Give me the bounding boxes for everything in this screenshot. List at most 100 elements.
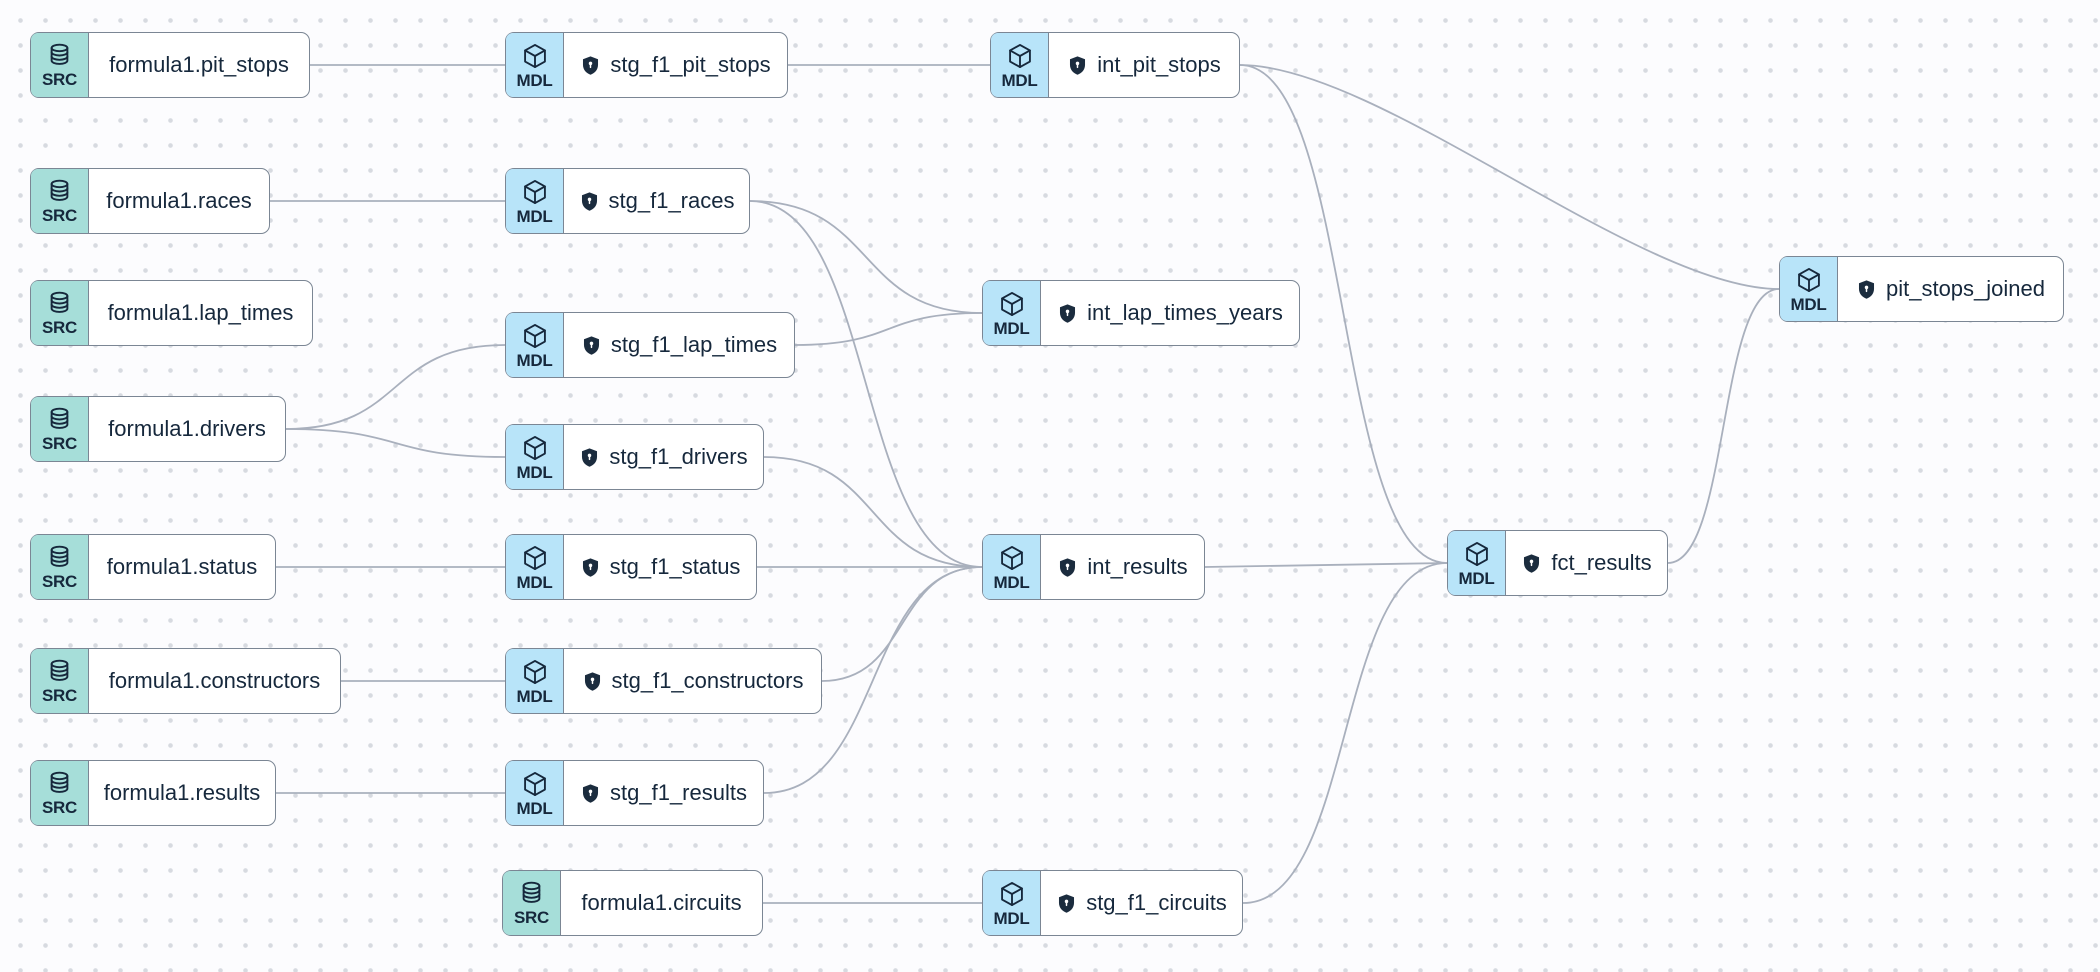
database-icon <box>46 178 73 205</box>
node-label-section: int_lap_times_years <box>1041 281 1299 345</box>
shield-lock-icon <box>1521 553 1542 574</box>
model-type-section: MDL <box>506 425 564 489</box>
lineage-node-stg-constructors[interactable]: MDL stg_f1_constructors <box>505 648 822 714</box>
shield-lock-icon <box>1856 279 1877 300</box>
node-label-section: stg_f1_lap_times <box>564 313 794 377</box>
lineage-node-int-lap-times-years[interactable]: MDL int_lap_times_years <box>982 280 1300 346</box>
shield-lock-icon <box>1056 893 1077 914</box>
database-icon <box>46 406 73 433</box>
database-icon <box>518 880 545 907</box>
model-type-section: MDL <box>983 535 1041 599</box>
node-type-badge: SRC <box>42 798 77 817</box>
lineage-node-src-constructors[interactable]: SRC formula1.constructors <box>30 648 341 714</box>
node-type-badge: MDL <box>1001 70 1038 90</box>
edge-stg_results-to-int_results <box>763 566 983 794</box>
lineage-node-src-races[interactable]: SRC formula1.races <box>30 168 270 234</box>
node-label-section: stg_f1_drivers <box>564 425 763 489</box>
node-label-section: stg_f1_results <box>564 761 763 825</box>
cube-icon <box>998 290 1026 318</box>
lineage-node-stg-circuits[interactable]: MDL stg_f1_circuits <box>982 870 1243 936</box>
node-label-section: stg_f1_pit_stops <box>564 33 787 97</box>
shield-lock-icon <box>1057 303 1078 324</box>
lineage-node-int-results[interactable]: MDL int_results <box>982 534 1205 600</box>
shield-lock-icon <box>1057 557 1078 578</box>
lineage-node-stg-status[interactable]: MDL stg_f1_status <box>505 534 757 600</box>
database-icon <box>46 770 73 797</box>
database-icon <box>46 544 73 571</box>
node-label-section: formula1.races <box>89 169 269 233</box>
node-type-badge: MDL <box>516 350 553 370</box>
node-label: pit_stops_joined <box>1885 276 2045 301</box>
edge-int_pit_stops-to-fct_results <box>1239 64 1448 564</box>
node-label-section: formula1.drivers <box>89 397 285 461</box>
edge-int_results-to-fct_results <box>1204 562 1448 568</box>
edge-stg_lap_times-to-int_lap_times_years <box>794 312 983 346</box>
shield-lock-icon <box>581 335 602 356</box>
node-type-badge: MDL <box>1458 568 1495 588</box>
lineage-node-src-lap-times[interactable]: SRC formula1.lap_times <box>30 280 313 346</box>
cube-icon <box>998 880 1026 908</box>
model-type-section: MDL <box>506 313 564 377</box>
model-type-section: MDL <box>506 33 564 97</box>
cube-icon <box>521 544 549 572</box>
lineage-node-int-pit-stops[interactable]: MDL int_pit_stops <box>990 32 1240 98</box>
node-label-section: int_results <box>1041 535 1204 599</box>
model-type-section: MDL <box>1780 257 1838 321</box>
node-label-section: formula1.circuits <box>561 871 762 935</box>
node-type-badge: MDL <box>1790 294 1827 314</box>
node-type-badge: MDL <box>516 686 553 706</box>
node-type-badge: SRC <box>42 318 77 337</box>
lineage-node-pit-stops-joined[interactable]: MDL pit_stops_joined <box>1779 256 2064 322</box>
source-type-section: SRC <box>31 33 89 97</box>
node-label-section: int_pit_stops <box>1049 33 1239 97</box>
node-label: stg_f1_pit_stops <box>610 52 771 77</box>
node-label: stg_f1_status <box>609 554 741 579</box>
cube-icon <box>521 178 549 206</box>
edge-stg_races-to-int_lap_times_years <box>749 200 983 314</box>
node-label: formula1.lap_times <box>107 300 294 325</box>
database-icon <box>46 290 73 317</box>
node-label: formula1.races <box>106 188 252 213</box>
shield-lock-icon <box>580 55 601 76</box>
lineage-node-stg-drivers[interactable]: MDL stg_f1_drivers <box>505 424 764 490</box>
node-label: stg_f1_races <box>608 188 735 213</box>
model-type-section: MDL <box>983 871 1041 935</box>
edge-src_drivers-to-stg_drivers <box>285 428 506 458</box>
cube-icon <box>1006 42 1034 70</box>
node-type-badge: SRC <box>42 572 77 591</box>
source-type-section: SRC <box>503 871 561 935</box>
node-label-section: pit_stops_joined <box>1838 257 2063 321</box>
source-type-section: SRC <box>31 649 89 713</box>
source-type-section: SRC <box>31 535 89 599</box>
source-type-section: SRC <box>31 169 89 233</box>
lineage-node-stg-pit-stops[interactable]: MDL stg_f1_pit_stops <box>505 32 788 98</box>
node-label-section: formula1.pit_stops <box>89 33 309 97</box>
node-label: stg_f1_constructors <box>611 668 804 693</box>
cube-icon <box>1463 540 1491 568</box>
node-type-badge: MDL <box>516 70 553 90</box>
edge-stg_circuits-to-fct_results <box>1242 562 1448 904</box>
model-type-section: MDL <box>991 33 1049 97</box>
source-type-section: SRC <box>31 281 89 345</box>
model-type-section: MDL <box>506 761 564 825</box>
cube-icon <box>998 544 1026 572</box>
shield-lock-icon <box>582 671 603 692</box>
node-label: formula1.constructors <box>108 668 321 693</box>
shield-lock-icon <box>1067 55 1088 76</box>
cube-icon <box>1795 266 1823 294</box>
cube-icon <box>521 770 549 798</box>
node-label: int_pit_stops <box>1097 52 1221 77</box>
lineage-node-stg-results[interactable]: MDL stg_f1_results <box>505 760 764 826</box>
lineage-node-stg-lap-times[interactable]: MDL stg_f1_lap_times <box>505 312 795 378</box>
lineage-node-fct-results[interactable]: MDL fct_results <box>1447 530 1668 596</box>
cube-icon <box>521 42 549 70</box>
lineage-node-stg-races[interactable]: MDL stg_f1_races <box>505 168 750 234</box>
node-type-badge: MDL <box>993 318 1030 338</box>
shield-lock-icon <box>580 783 601 804</box>
